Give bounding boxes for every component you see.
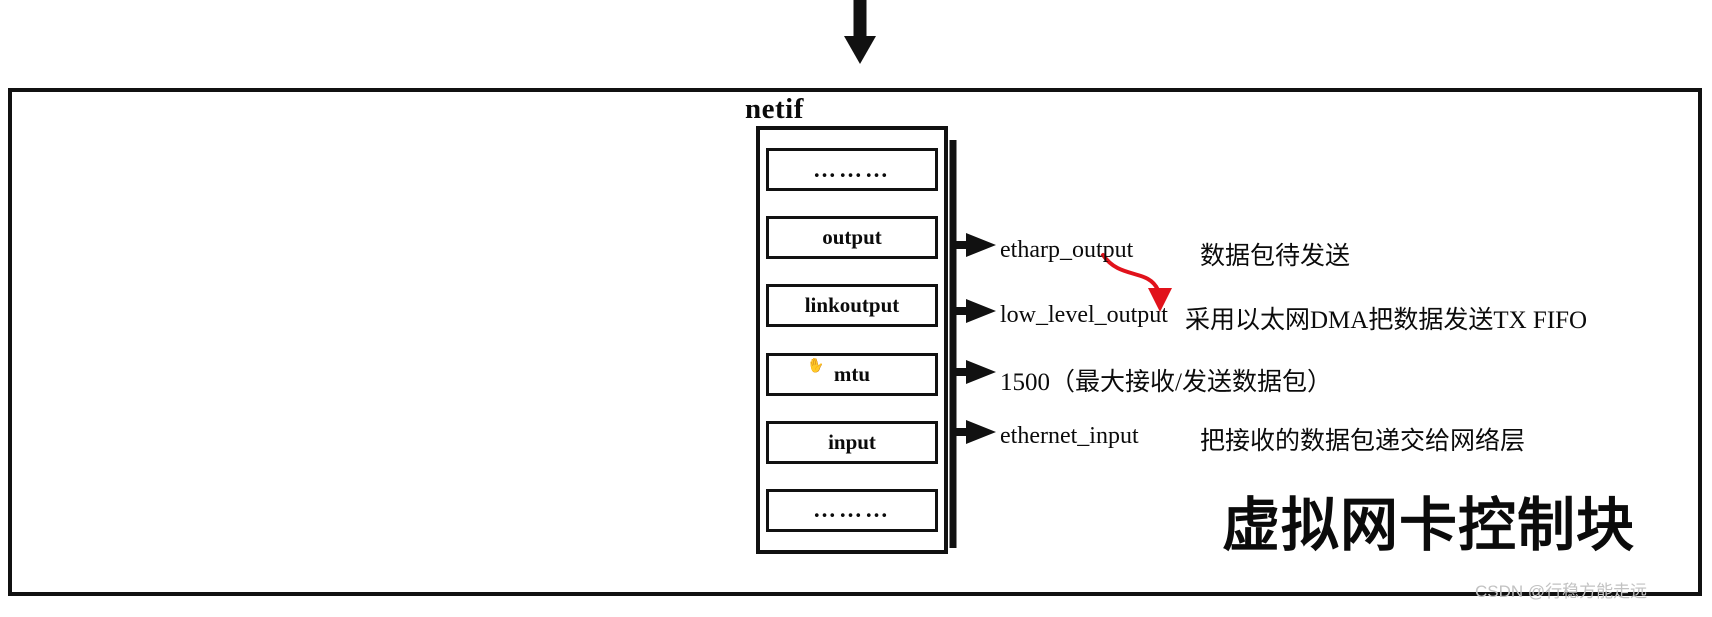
netif-field-label: mtu [833,361,871,386]
callout-value-mtu: 1500（最大接收/发送数据包） [1000,369,1332,396]
netif-field-list: ……… output linkoutput ✋ mtu input ……… [766,136,938,544]
netif-struct-frame [756,126,948,554]
virtual-nic-control-block-box [8,88,1702,596]
callout-note-output: 数据包待发送 [1200,243,1351,270]
netif-title: netif [745,93,804,125]
netif-field-label: linkoutput [804,293,900,318]
csdn-watermark: CSDN @行稳方能走远 [1475,582,1648,601]
incoming-down-arrow-icon [844,0,876,64]
netif-field-dots-bottom: ……… [766,488,938,532]
netif-field-input: input [766,420,938,464]
callout-note-input: 把接收的数据包递交给网络层 [1200,428,1526,455]
callout-value-input: ethernet_input [1000,423,1139,449]
netif-field-output: output [766,216,938,260]
netif-field-linkoutput: linkoutput [766,284,938,328]
netif-field-label: ……… [813,497,891,523]
netif-field-label: input [828,429,876,454]
callout-note-linkoutput: 采用以太网DMA把数据发送TX FIFO [1185,307,1588,334]
callout-value-linkoutput: low_level_output [1000,302,1168,328]
block-heading: 虚拟网卡控制块 [1222,493,1636,558]
netif-field-label: ……… [813,156,891,182]
netif-field-mtu: ✋ mtu [766,352,938,396]
netif-field-dots-top: ……… [766,148,938,191]
netif-field-label: output [822,225,882,250]
callout-value-output: etharp_output [1000,237,1134,263]
